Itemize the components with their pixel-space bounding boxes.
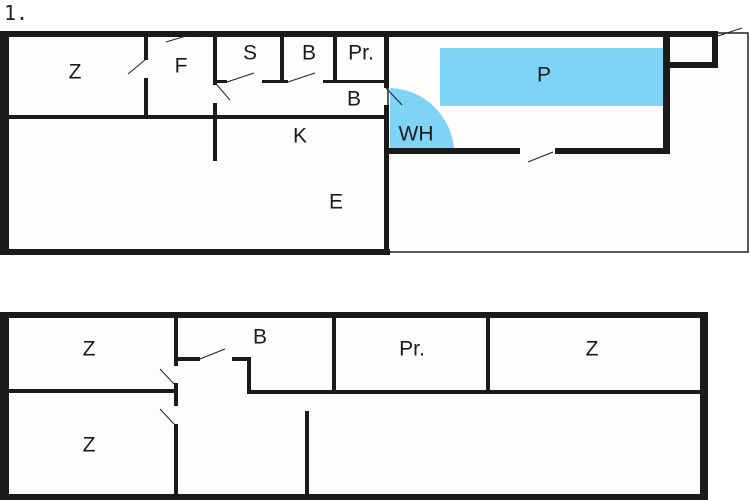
door — [159, 408, 175, 425]
upper-floor: Z F S B Pr. B K E WH P — [0, 27, 749, 255]
wall — [247, 390, 700, 394]
wall — [0, 31, 9, 255]
room-label-z: Z — [69, 61, 82, 84]
wall — [0, 494, 708, 500]
wall — [280, 36, 284, 83]
lower-floor-interior — [0, 312, 708, 500]
room-label-wh: WH — [399, 123, 434, 146]
upper-floor-interior — [0, 31, 388, 255]
wall — [555, 148, 670, 154]
door — [717, 27, 743, 37]
wall — [0, 312, 9, 500]
room-label-b: B — [253, 326, 267, 349]
wall — [305, 411, 309, 500]
wall — [213, 36, 217, 85]
room-label-p: P — [537, 64, 551, 87]
room-label-e: E — [329, 191, 343, 214]
wall — [486, 318, 490, 393]
room-label-b: B — [302, 42, 316, 65]
door — [287, 72, 316, 83]
plan-number: 1. — [4, 1, 28, 25]
room-label-z: Z — [83, 434, 96, 457]
wall — [0, 31, 718, 37]
whirlpool — [390, 88, 454, 154]
wall — [0, 249, 390, 255]
room-label-pr: Pr. — [399, 338, 425, 361]
door — [127, 59, 146, 75]
wall — [323, 80, 388, 83]
room-label-f: F — [175, 55, 188, 78]
wall — [384, 105, 389, 255]
wall — [174, 383, 178, 406]
wall — [215, 80, 227, 83]
wall — [144, 78, 148, 118]
wall — [663, 31, 670, 154]
wall — [144, 36, 148, 60]
wall — [333, 36, 337, 83]
wall — [332, 318, 336, 393]
wall — [663, 62, 718, 68]
door — [159, 368, 175, 385]
lower-floor: Z B Pr. Z Z — [0, 312, 708, 500]
wall — [174, 318, 178, 366]
door — [226, 72, 255, 83]
room-label-z: Z — [586, 338, 599, 361]
room-label-pr: Pr. — [348, 42, 374, 65]
door — [199, 348, 226, 360]
wall — [712, 31, 718, 68]
wall — [8, 115, 388, 119]
room-label-s: S — [243, 42, 257, 65]
wall — [0, 312, 708, 318]
door — [216, 84, 231, 101]
wall — [176, 357, 200, 361]
door — [527, 151, 554, 163]
wall — [232, 357, 251, 361]
door — [165, 32, 197, 43]
door — [385, 87, 403, 106]
room-label-b2: B — [347, 88, 361, 111]
room-label-k: K — [293, 125, 307, 148]
wall — [8, 389, 176, 393]
room-label-z: Z — [83, 338, 96, 361]
wall — [174, 424, 178, 500]
pool — [440, 48, 663, 106]
wall — [388, 148, 520, 154]
wall — [700, 312, 708, 500]
wall — [262, 80, 288, 83]
wall — [213, 103, 217, 161]
wall — [384, 31, 389, 88]
wall — [247, 357, 251, 394]
